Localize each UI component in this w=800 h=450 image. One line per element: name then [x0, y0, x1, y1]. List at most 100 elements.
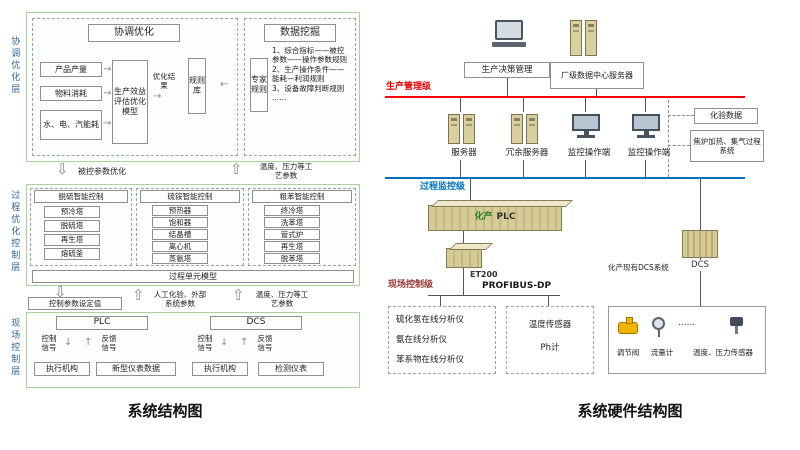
unit-box: 离心机 — [152, 241, 208, 252]
analyzer-label: 苯系物在线分析仪 — [396, 355, 465, 365]
ellipsis-label: ...... — [678, 318, 696, 328]
unit-box: 管式炉 — [264, 229, 320, 240]
arrow-down-icon: ↓ — [220, 337, 229, 348]
profibus-label: PROFIBUS-DP — [482, 281, 552, 291]
actuator-box: 执行机构 — [34, 362, 90, 376]
plc-name-label: PLC — [496, 212, 516, 223]
block-arrow-up-icon: ⇧ — [132, 286, 145, 304]
management-level-label: 生产管理级 — [386, 82, 432, 92]
analyzer-group-box — [388, 306, 496, 374]
connector-line-dashed — [668, 115, 694, 116]
arrow-right-icon: → — [103, 118, 112, 129]
computer-icon — [492, 20, 526, 47]
right-caption: 系统硬件结构图 — [577, 402, 683, 420]
server-tower-icon — [448, 114, 475, 144]
monitoring-level-bus — [385, 177, 745, 179]
input-box: 产品产量 — [40, 62, 102, 77]
monitoring-level-label: 过程监控级 — [420, 182, 466, 192]
decision-mgmt-label: 生产决策管理 — [464, 62, 550, 78]
section-title: 硫铵智能控制 — [140, 190, 240, 203]
layer-label-coordination: 协调优化层 — [9, 36, 20, 96]
connector-line — [523, 98, 524, 112]
benefit-model-box: 生产效益评估优化模型 — [112, 60, 148, 144]
transmitter-icon — [730, 317, 743, 334]
existing-dcs-note: 化产现有DCS系统 — [608, 263, 669, 272]
operator-station-label: 监控操作端 — [627, 148, 671, 158]
server-tower-icon — [511, 114, 538, 144]
optimization-result-label: 优化结果 — [152, 72, 176, 91]
ph-meter-label: Ph计 — [540, 343, 560, 353]
feedback-signal-label: 反馈信号 — [101, 334, 117, 353]
temp-pressure-label: 温度、压力传感器 — [693, 348, 753, 357]
unit-box: 蒸氨塔 — [152, 253, 208, 264]
connector-line — [645, 160, 646, 177]
arrow-up-icon: ↑ — [240, 337, 249, 348]
coke-oven-system-box: 焦炉加热、集气过程系统 — [690, 130, 764, 162]
block-arrow-down-icon: ⇩ — [54, 283, 67, 301]
connector-line — [440, 296, 441, 306]
section-title: 粗苯智能控制 — [252, 190, 352, 203]
dcs-box: DCS — [210, 316, 302, 330]
datacenter-label: 厂级数据中心服务器 — [550, 62, 644, 89]
connector-line — [700, 179, 701, 230]
connector-line — [463, 231, 464, 248]
section-title: 脱硫智能控制 — [34, 190, 128, 203]
arrow-left-icon: ← — [220, 79, 229, 90]
block-arrow-down-icon: ⇩ — [56, 160, 69, 178]
control-signal-label: 控制信号 — [197, 334, 213, 353]
lab-data-box: 化验数据 — [694, 108, 758, 124]
unit-box: 熔硫釜 — [44, 248, 100, 260]
plc-rack: 化产 PLC — [428, 205, 562, 231]
expert-rule-box: 专家规则 — [250, 58, 268, 112]
arrow-right-icon: → — [153, 91, 162, 102]
layer-label-process: 过程优化控制层 — [9, 190, 20, 274]
arrow-right-icon: → — [103, 88, 112, 99]
arrow-down-icon: ↓ — [64, 337, 73, 348]
unit-box: 终冷塔 — [264, 205, 320, 216]
input-box: 物料消耗 — [40, 86, 102, 101]
management-level-bus — [385, 96, 745, 98]
setpoint-box: 控制参数设定值 — [28, 297, 122, 310]
connector-line-dashed — [668, 100, 669, 177]
flow-meter-icon — [652, 317, 665, 337]
dcs-cabinet-icon — [682, 230, 718, 258]
unit-box: 洗苯塔 — [264, 217, 320, 228]
unit-box: 脱苯塔 — [264, 253, 320, 264]
mining-notes: 1、综合指标——被控 参数——操作参数规则 2、生产操作条件—— 能耗—利润规则… — [272, 46, 347, 102]
connector-line — [700, 258, 701, 306]
plc-box: PLC — [56, 316, 148, 330]
rule-base-box: 规则库 — [188, 58, 206, 114]
instrument-data-box: 新型仪表数据 — [96, 362, 176, 376]
control-signal-label: 控制信号 — [41, 334, 57, 353]
block-arrow-up-icon: ⇧ — [232, 286, 245, 304]
remote-io-rack — [446, 248, 482, 268]
instrument-group-box — [608, 306, 766, 374]
unit-box: 再生塔 — [44, 234, 100, 246]
unit-box: 预冷塔 — [44, 206, 100, 218]
data-mining-title: 数据挖掘 — [264, 24, 336, 42]
connector-line-dashed — [668, 145, 690, 146]
input-box: 水、电、汽能耗 — [40, 110, 102, 140]
control-valve-icon — [618, 317, 638, 334]
connector-line — [507, 78, 508, 96]
arrow-up-icon: ↑ — [84, 337, 93, 348]
process-param-label-mid: 温度、压力等工 艺参数 — [255, 290, 309, 309]
redundant-server-label: 冗余服务器 — [505, 148, 549, 158]
monitor-icon — [572, 114, 600, 138]
desulfurization-group — [30, 188, 132, 266]
monitor-icon — [632, 114, 660, 138]
connector-line — [463, 268, 464, 295]
valve-label: 调节阀 — [616, 348, 640, 357]
unit-box: 饱和器 — [152, 217, 208, 228]
connector-line — [548, 296, 549, 306]
analyzer-label: 氨在线分析仪 — [396, 335, 448, 345]
plc-prefix-label: 化产 — [474, 212, 493, 223]
detector-box: 检测仪表 — [258, 362, 324, 376]
controlled-param-label: 被控参数优化 — [78, 167, 126, 176]
unit-box: 结晶槽 — [152, 229, 208, 240]
crude-benzene-group — [248, 188, 356, 266]
dcs-label: DCS — [682, 260, 718, 271]
connector-line — [585, 160, 586, 177]
sensor-group-box — [506, 306, 594, 374]
